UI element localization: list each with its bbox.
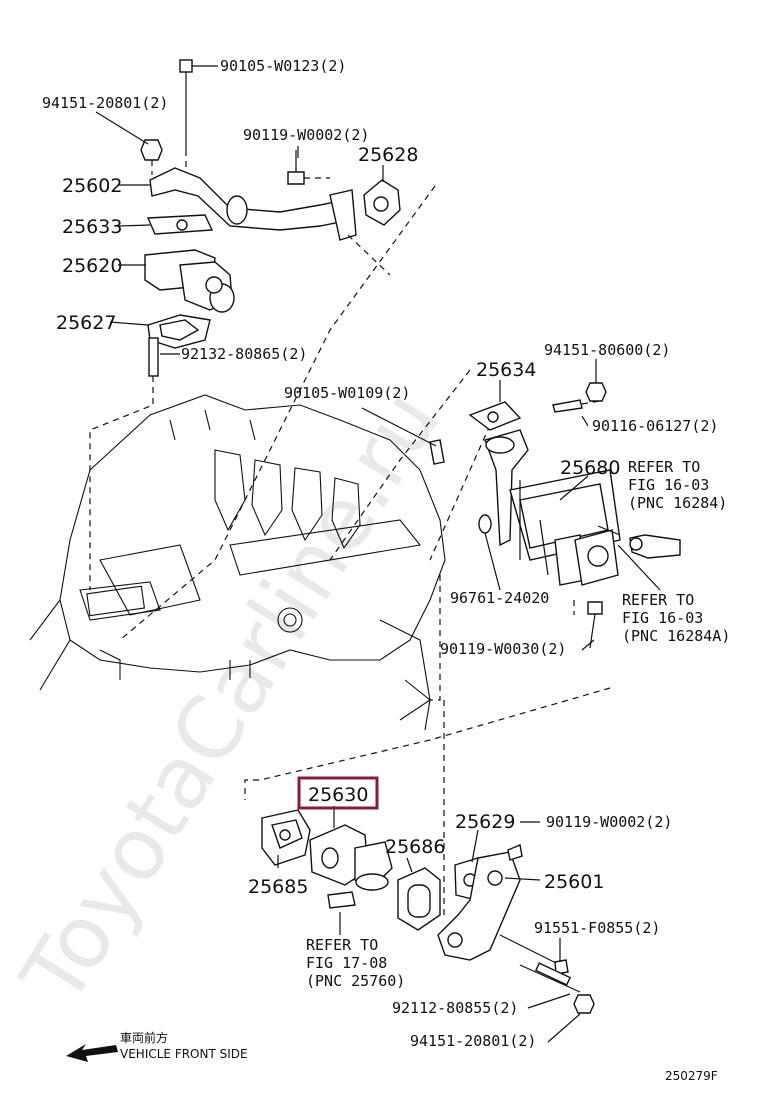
callout-25628: 25628 — [358, 144, 418, 166]
callout-25627: 25627 — [56, 312, 116, 334]
refer-3-line3: (PNC 25760) — [306, 972, 405, 990]
egr-lower-assembly — [261, 809, 595, 1014]
vehicle-front-indicator: 車両前方 VEHICLE FRONT SIDE — [66, 1030, 248, 1062]
refer-1-line1: REFER TO — [628, 458, 700, 476]
direction-english: VEHICLE FRONT SIDE — [120, 1047, 248, 1061]
egr-pipe-assembly — [89, 59, 401, 590]
callout-25633: 25633 — [62, 216, 122, 238]
callout-92112-80855: 92112-80855(2) — [392, 999, 518, 1017]
callout-92132-80865: 92132-80865(2) — [181, 345, 307, 363]
callout-25685: 25685 — [248, 876, 308, 898]
callout-25686: 25686 — [385, 836, 445, 858]
refer-2-line3: (PNC 16284A) — [622, 627, 730, 645]
watermark-text: ToyotaCarline.ru — [2, 374, 459, 1022]
callout-90105-w0123: 90105-W0123(2) — [220, 57, 346, 75]
callout-90119-w0002-bottom: 90119-W0002(2) — [546, 813, 672, 831]
callout-96761-24020: 96761-24020 — [450, 589, 549, 607]
callout-25601: 25601 — [544, 871, 604, 893]
figure-id: 250279F — [665, 1069, 718, 1083]
callout-91551-f0855: 91551-F0855(2) — [534, 919, 660, 937]
callout-25602: 25602 — [62, 175, 122, 197]
callout-94151-80600: 94151-80600(2) — [544, 341, 670, 359]
callout-90119-w0030: 90119-W0030(2) — [440, 640, 566, 658]
refer-2-line2: FIG 16-03 — [622, 609, 703, 627]
refer-note-1: REFER TO FIG 16-03 (PNC 16284) — [628, 458, 727, 512]
refer-note-3: REFER TO FIG 17-08 (PNC 25760) — [306, 936, 405, 990]
engine-block — [29, 394, 446, 731]
refer-2-line1: REFER TO — [622, 591, 694, 609]
refer-note-2: REFER TO FIG 16-03 (PNC 16284A) — [622, 591, 730, 645]
callout-25629: 25629 — [455, 811, 515, 833]
refer-1-line3: (PNC 16284) — [628, 494, 727, 512]
front-arrow-icon — [66, 1044, 118, 1062]
callout-90119-w0002-top: 90119-W0002(2) — [243, 126, 369, 144]
callout-90116-06127: 90116-06127(2) — [592, 417, 718, 435]
egr-cooler-assembly — [429, 382, 681, 649]
highlight-box-25630 — [297, 776, 379, 810]
callout-94151-20801-bottom: 94151-20801(2) — [410, 1032, 536, 1050]
refer-3-line1: REFER TO — [306, 936, 378, 954]
refer-3-line2: FIG 17-08 — [306, 954, 387, 972]
callout-25620: 25620 — [62, 255, 122, 277]
callout-25680: 25680 — [560, 457, 620, 479]
leader-lines — [95, 65, 661, 1043]
callout-25634: 25634 — [476, 359, 536, 381]
callout-25630: 25630 — [308, 784, 368, 806]
callout-90105-w0109: 90105-W0109(2) — [284, 384, 410, 402]
callout-94151-20801-top: 94151-20801(2) — [42, 94, 168, 112]
watermark: ToyotaCarline.ru — [2, 374, 459, 1022]
refer-1-line2: FIG 16-03 — [628, 476, 709, 494]
direction-japanese: 車両前方 — [120, 1030, 168, 1045]
